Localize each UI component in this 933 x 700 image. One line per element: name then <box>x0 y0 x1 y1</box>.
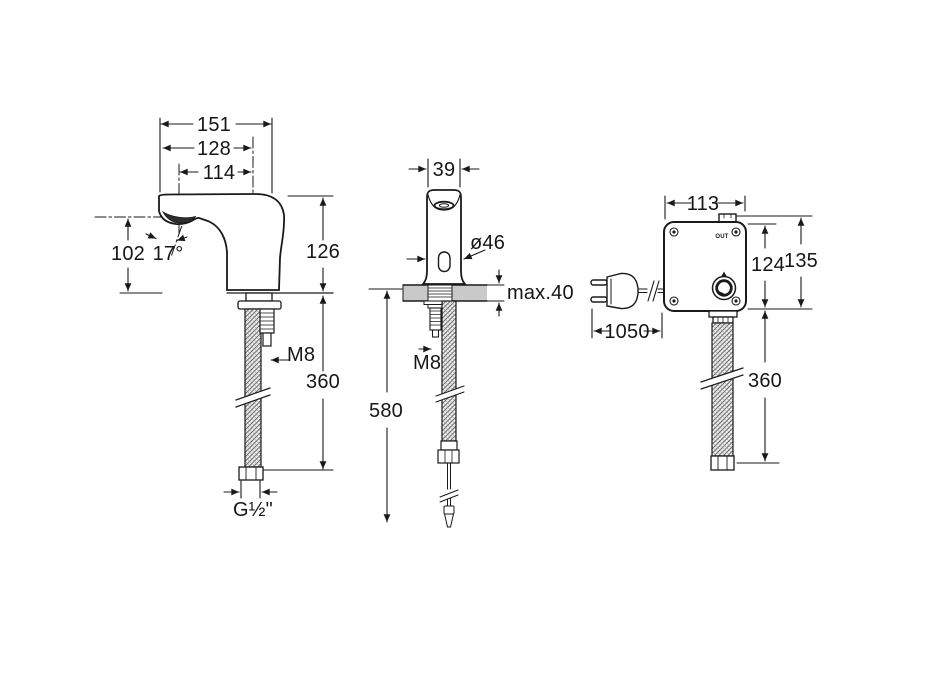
dim-360-side-label: 360 <box>306 371 340 393</box>
shank-through-counter <box>423 284 453 309</box>
m8-stud-front <box>429 307 442 338</box>
plug-pin-top <box>590 279 608 286</box>
aerator-outer <box>433 200 455 211</box>
dim-124-label: 124 <box>751 254 785 276</box>
dim-113-label: 113 <box>687 193 720 215</box>
angle-17-label: 17° <box>153 243 184 265</box>
dim-39-label: 39 <box>433 159 456 181</box>
control-box-group: OUT <box>590 193 818 471</box>
hose-break-box <box>700 367 744 390</box>
hose-nut-box <box>710 455 735 471</box>
g12-connection-label: G½" <box>233 499 273 521</box>
braided-hose-box <box>711 322 734 457</box>
angle-17 <box>145 232 188 242</box>
cable-break-mark <box>647 280 655 302</box>
dim-g12 <box>223 480 278 499</box>
dim-126 <box>287 195 334 292</box>
dim-360-box-label: 360 <box>748 370 782 392</box>
corner-screws <box>669 227 741 306</box>
dim-360-box <box>736 310 780 464</box>
knob-slot <box>718 291 725 295</box>
dim-102-label: 102 <box>111 243 145 265</box>
box-bottom-port <box>708 310 738 324</box>
aerator-inner <box>438 203 450 208</box>
dim-114-label: 114 <box>203 162 236 184</box>
dim-128-label: 128 <box>197 138 231 160</box>
dim-151-label: 151 <box>197 114 231 136</box>
max40-label: max.40 <box>507 282 574 304</box>
hose-break-side <box>235 387 271 408</box>
hose-break-front <box>435 385 465 403</box>
dim-46 <box>406 249 486 263</box>
plug-pin-bottom <box>590 296 608 303</box>
side-view-group: 151 128 114 102 17° 126 <box>94 114 340 521</box>
mounting-hardware-side <box>237 292 282 310</box>
out-port-label: OUT <box>715 234 728 240</box>
dim-151 <box>159 117 273 194</box>
sensor-cable <box>439 462 459 528</box>
counter-band <box>402 284 505 302</box>
thread-m8-side-label: M8 <box>287 344 315 366</box>
sensor-window <box>437 251 451 273</box>
locknut <box>245 292 273 302</box>
thread-m8-front-label: M8 <box>413 352 441 374</box>
hose-nut-side <box>238 466 264 481</box>
power-plug <box>590 272 639 310</box>
cable-break-mark <box>652 280 660 302</box>
spout-outlet <box>162 210 197 224</box>
braided-hose-side <box>244 308 262 468</box>
m8-stud-side <box>259 308 275 347</box>
diameter-46-label: ø46 <box>470 232 505 254</box>
dim-135-label: 135 <box>784 250 818 272</box>
hose-end-front <box>437 440 460 464</box>
dim-39 <box>408 158 480 188</box>
dim-360-side <box>262 295 334 471</box>
faucet-front-outline <box>420 189 468 285</box>
dim-113 <box>664 195 746 220</box>
mounting-flange <box>237 300 282 310</box>
plug-body <box>606 272 639 310</box>
dim-1050-label: 1050 <box>604 321 649 343</box>
dim-126-label: 126 <box>306 241 340 263</box>
dim-580 <box>368 288 403 523</box>
power-cable <box>637 280 665 302</box>
dim-124 <box>747 223 777 308</box>
dim-135 <box>736 215 813 310</box>
faucet-side-outline <box>158 193 286 291</box>
front-view-group: 39 ø46 max.40 M8 580 <box>368 158 574 528</box>
control-knob <box>711 271 737 301</box>
braided-hose-front <box>441 300 457 442</box>
dim-1050 <box>591 308 663 339</box>
knob-pointer-icon <box>721 271 727 277</box>
dim-580-label: 580 <box>369 400 403 422</box>
